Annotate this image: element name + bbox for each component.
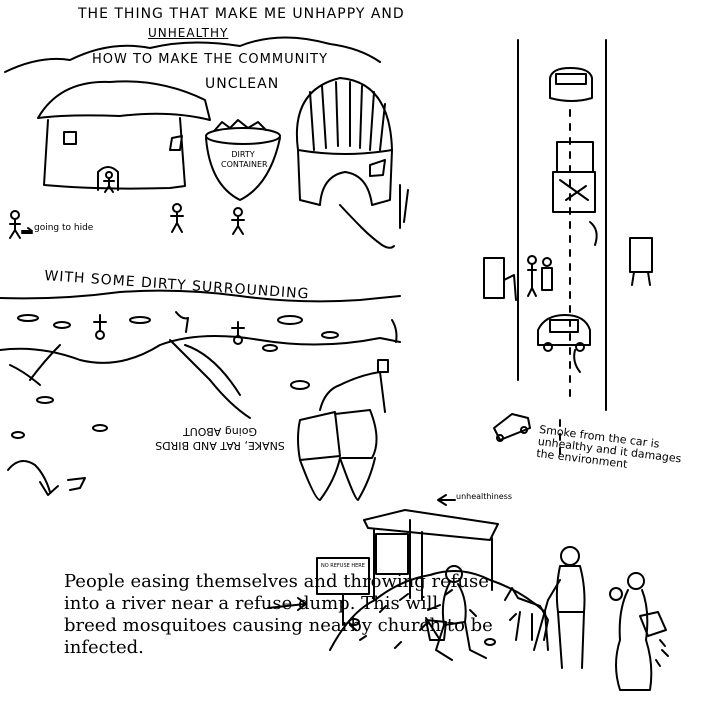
- refuse-dump-caption: People easing themselves and throwing re…: [64, 571, 493, 658]
- arrow-to-dump: [267, 597, 307, 611]
- standing-man-drawing: [533, 546, 586, 669]
- unhealthiness-label: unhealthiness: [456, 492, 513, 501]
- snake-drawing: [339, 184, 409, 249]
- car-top-drawing: [549, 67, 593, 102]
- road-drawing: [517, 39, 607, 461]
- round-hut-drawing: [296, 77, 393, 206]
- dirty-container-label: DIRTY CONTAINER: [221, 150, 268, 169]
- community-heading-2: UNCLEAN: [205, 76, 280, 92]
- spade-drawing: [297, 359, 389, 501]
- dirty-container-drawing: [205, 119, 281, 201]
- roadside-people-drawing: [483, 237, 653, 301]
- bird-drawing: [7, 460, 86, 496]
- woman-with-child-drawing: [609, 572, 669, 691]
- drawing-title-line2: UNHEALTHY: [148, 26, 229, 40]
- hill-outline: [4, 36, 381, 73]
- river-drawing: [0, 289, 401, 439]
- drawing-title-line1: THE THING THAT MAKE ME UNHAPPY AND: [78, 6, 405, 22]
- truck-drawing: [552, 141, 598, 246]
- stick-people: [9, 203, 245, 239]
- car-bottom-drawing: [537, 314, 591, 373]
- goat-drawing: [504, 587, 549, 641]
- small-car-drawing: [493, 413, 531, 442]
- hut-drawing: [37, 80, 211, 193]
- toilet-shelter-drawing: [363, 509, 499, 601]
- sign-board-text: NO REFUSE HERE: [321, 563, 365, 569]
- community-heading: HOW TO MAKE THE COMMUNITY: [92, 52, 329, 67]
- upside-down-caption: SNAKE, RAT AND BIRDS Going ABOUT: [155, 425, 285, 452]
- arrow-unhealthiness: [437, 494, 456, 506]
- sign-board-drawing: [316, 557, 370, 626]
- going-to-hide-label: going to hide: [34, 223, 94, 233]
- squatting-person-drawing: [425, 565, 487, 661]
